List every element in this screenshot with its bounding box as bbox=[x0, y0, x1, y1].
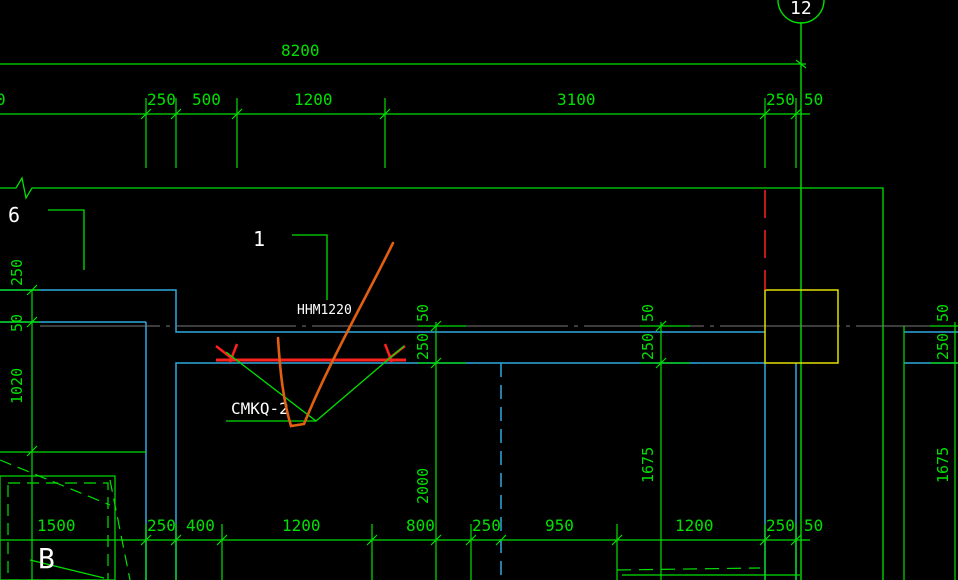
dimension-overall bbox=[0, 59, 807, 69]
dim-top-1: 250 bbox=[147, 90, 176, 109]
dimension-chain-left bbox=[0, 284, 40, 580]
room-6-leader bbox=[48, 209, 85, 270]
dim-top-3: 1200 bbox=[294, 90, 333, 109]
room-1-leader bbox=[292, 234, 328, 300]
dimension-chain-mid2-labels: 50 250 1675 bbox=[639, 304, 657, 483]
dim-mid-0: 50 bbox=[414, 304, 432, 322]
dim-top-0: 0 bbox=[0, 90, 6, 109]
grid-bubble-label: 12 bbox=[790, 0, 812, 19]
walls-cyan bbox=[0, 289, 958, 580]
dim-bottom-6: 950 bbox=[545, 516, 574, 535]
dim-left-0: 250 bbox=[8, 259, 26, 286]
dimension-chain-mid bbox=[418, 320, 466, 580]
dim-bottom-2: 400 bbox=[186, 516, 215, 535]
door-tag: HHM1220 bbox=[297, 303, 352, 318]
dim-top-2: 500 bbox=[192, 90, 221, 109]
dimension-chain-right bbox=[930, 322, 958, 580]
dim-right-1: 250 bbox=[934, 333, 952, 360]
building-outline bbox=[0, 176, 884, 580]
dim-top-5: 250 bbox=[766, 90, 795, 109]
dim-mid2-0: 50 bbox=[639, 304, 657, 322]
room-6-label: 6 bbox=[8, 203, 20, 227]
column-box[interactable] bbox=[764, 289, 839, 364]
dim-bottom-3: 1200 bbox=[282, 516, 321, 535]
dim-left-2: 1020 bbox=[8, 368, 26, 404]
grid-bubble[interactable] bbox=[777, 0, 825, 24]
dim-bottom-5: 250 bbox=[472, 516, 501, 535]
dimension-chain-top bbox=[0, 98, 810, 168]
dim-right-2: 1675 bbox=[934, 447, 952, 483]
dimension-chain-left-labels: 250 50 1020 bbox=[8, 259, 26, 404]
dim-left-1: 50 bbox=[8, 314, 26, 332]
dim-mid2-2: 1675 bbox=[639, 447, 657, 483]
dim-top-4: 3100 bbox=[557, 90, 596, 109]
dim-mid2-1: 250 bbox=[639, 333, 657, 360]
dimension-chain-mid-labels: 50 250 2000 bbox=[414, 304, 432, 504]
dim-right-0: 50 bbox=[934, 304, 952, 322]
dim-bottom-1: 250 bbox=[147, 516, 176, 535]
dimension-chain-top-labels: 0 250 500 1200 3100 250 50 bbox=[0, 90, 823, 109]
dimension-chain-right-labels: 50 250 1675 bbox=[934, 304, 952, 483]
dimension-chain-bottom bbox=[0, 524, 810, 580]
dim-mid-1: 250 bbox=[414, 333, 432, 360]
dimension-chain-bottom-labels: 1500 250 400 1200 800 250 950 1200 250 5… bbox=[37, 516, 823, 535]
dim-mid-2: 2000 bbox=[414, 468, 432, 504]
dim-bottom-0: 1500 bbox=[37, 516, 76, 535]
partial-b-label: B bbox=[38, 542, 55, 575]
dim-bottom-8: 250 bbox=[766, 516, 795, 535]
wall-tag: CMKQ-2 bbox=[231, 399, 289, 418]
lower-right-dashes bbox=[616, 567, 800, 576]
lower-left-dashed-block bbox=[0, 451, 146, 580]
dim-bottom-4: 800 bbox=[406, 516, 435, 535]
dim-bottom-7: 1200 bbox=[675, 516, 714, 535]
dimension-overall-label: 8200 bbox=[281, 41, 320, 60]
markup-stroke[interactable] bbox=[276, 241, 395, 428]
room-1-label: 1 bbox=[253, 227, 265, 251]
dim-bottom-9: 50 bbox=[804, 516, 823, 535]
grid-axis-12: 12 bbox=[777, 0, 825, 580]
dim-top-6: 50 bbox=[804, 90, 823, 109]
dimension-chain-mid2 bbox=[640, 320, 690, 580]
